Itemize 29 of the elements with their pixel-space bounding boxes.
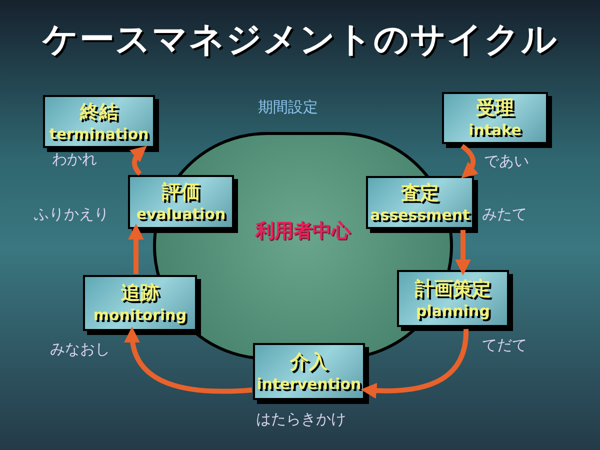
stage-english: intake — [468, 120, 522, 140]
stage-english: monitoring — [93, 305, 187, 325]
stage-english: intervention — [256, 374, 362, 394]
stage-title: 終結 — [80, 100, 118, 124]
cycle-arrow — [460, 144, 478, 178]
stage-title: 介入 — [290, 350, 328, 374]
stage-english: planning — [416, 300, 490, 320]
stage-title: 受理 — [476, 96, 514, 120]
stage-english: evaluation — [136, 204, 226, 224]
stage-title: 計画策定 — [415, 276, 491, 300]
stage-english: termination — [49, 124, 149, 144]
stage-note: であい — [484, 151, 529, 172]
stage-english: assessment — [370, 204, 470, 224]
cycle-arrow — [455, 230, 471, 276]
stage-note: てだて — [482, 335, 527, 356]
stage-note: はたらきかけ — [256, 409, 346, 430]
stage-title: 評価 — [162, 180, 200, 204]
stage-title: 査定 — [401, 180, 439, 204]
stage-note: ふりかえり — [34, 204, 109, 225]
stage-note: みなおし — [50, 339, 110, 360]
cycle-arrow — [124, 326, 252, 394]
cycle-arrow — [128, 224, 144, 274]
cycle-arrow — [360, 328, 468, 398]
stage-note: わかれ — [52, 149, 97, 170]
stage-note: みたて — [482, 204, 527, 225]
period-label: 期間設定 — [258, 97, 318, 118]
stage-title: 追跡 — [121, 281, 159, 305]
title: ケースマネジメントのサイクル — [41, 19, 559, 62]
center-label: 利用者中心 — [256, 218, 350, 244]
